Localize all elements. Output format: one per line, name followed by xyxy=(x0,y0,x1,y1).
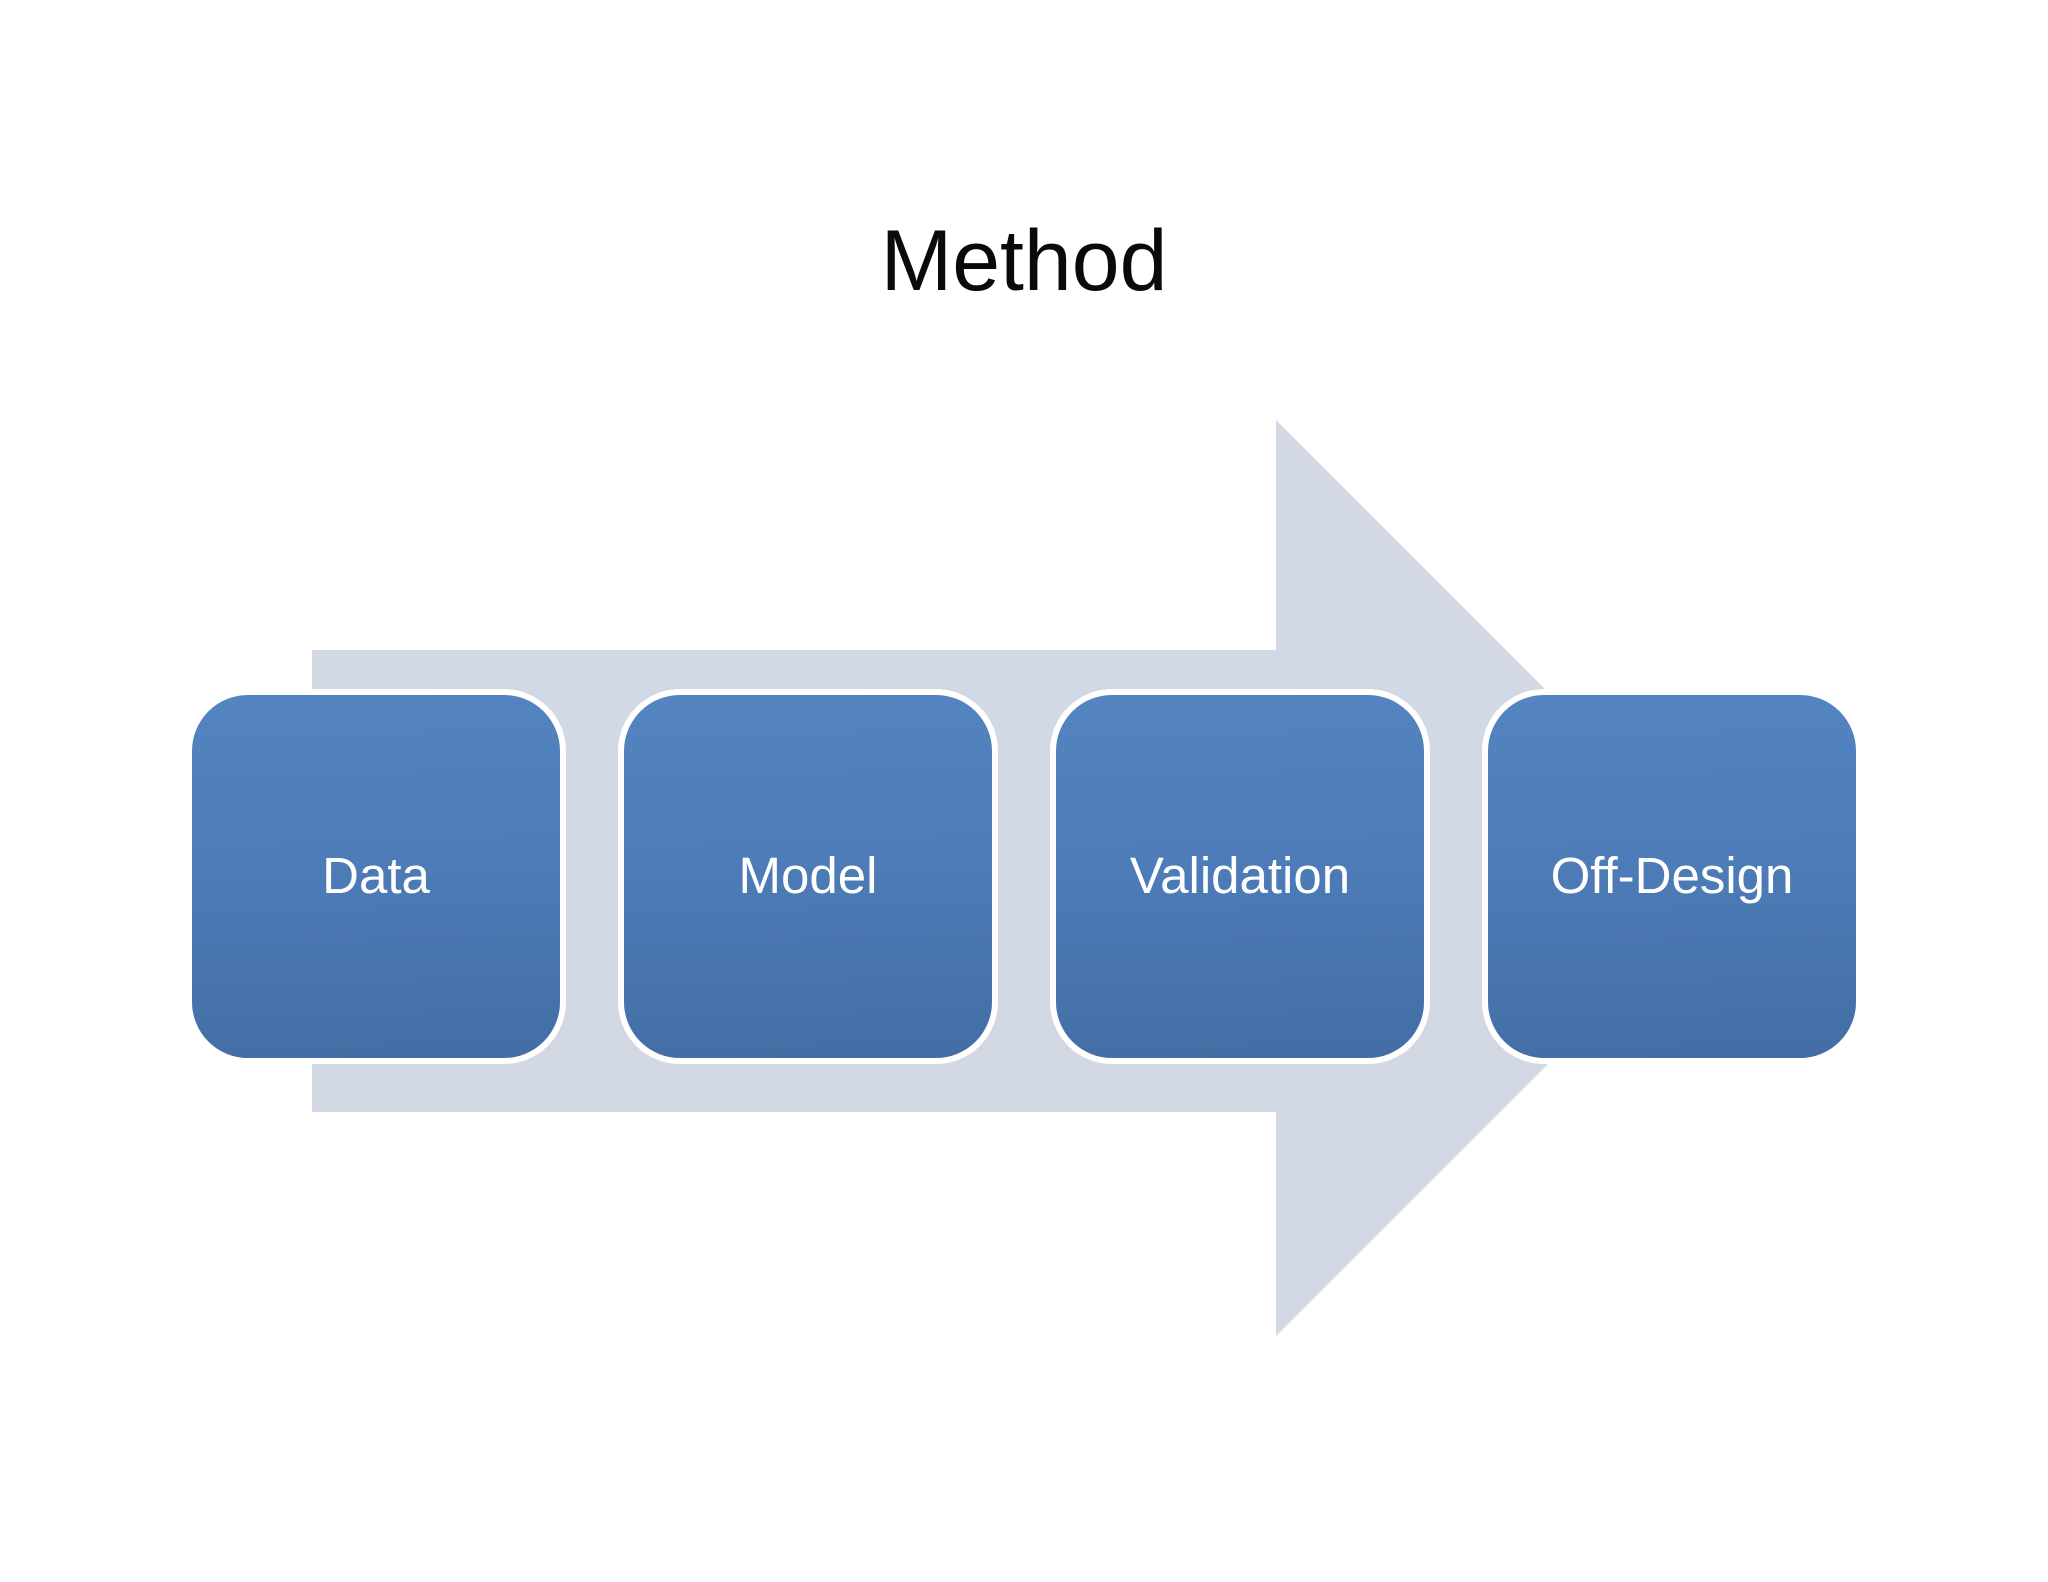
step-label-off-design: Off-Design xyxy=(1550,847,1794,905)
step-label-data: Data xyxy=(322,847,430,905)
right-arrow-shape xyxy=(312,420,1734,1336)
step-label-validation: Validation xyxy=(1129,847,1351,905)
step-box-model: Model xyxy=(618,689,998,1064)
slide-title: Method xyxy=(880,213,1168,309)
step-label-model: Model xyxy=(738,847,878,905)
step-box-data: Data xyxy=(186,689,566,1064)
step-box-validation: Validation xyxy=(1050,689,1430,1064)
step-box-off-design: Off-Design xyxy=(1482,689,1862,1064)
